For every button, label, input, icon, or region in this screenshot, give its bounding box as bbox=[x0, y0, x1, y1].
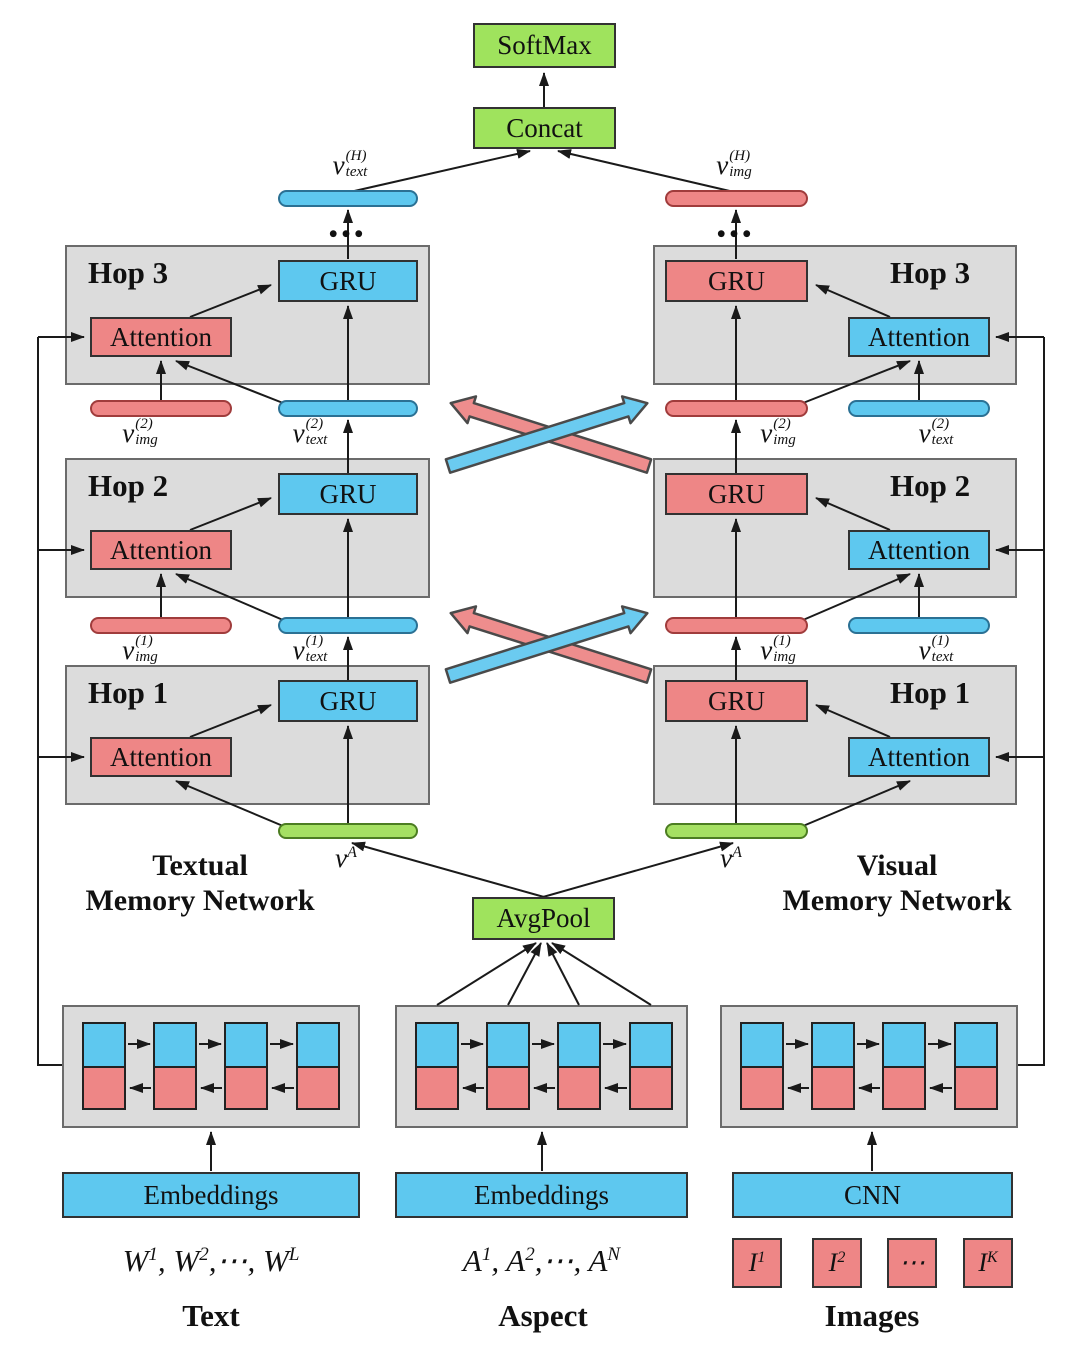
label-v-img-1-left: v(1)img bbox=[122, 633, 158, 665]
visual-hop1-attention: Attention bbox=[848, 737, 990, 777]
cross-arrow-blue-upper bbox=[444, 395, 649, 474]
birnn-cell bbox=[629, 1022, 673, 1110]
visual-hop2-attention: Attention bbox=[848, 530, 990, 570]
textual-memory-rail bbox=[37, 337, 62, 1066]
label-v-text-2-left: v(2)text bbox=[292, 416, 328, 448]
concat-box: Concat bbox=[473, 107, 616, 149]
vector-pill-v-text-H bbox=[278, 190, 418, 207]
textual-hop1-gru: GRU bbox=[278, 680, 418, 722]
birnn-cell bbox=[224, 1022, 268, 1110]
birnn-cell bbox=[486, 1022, 530, 1110]
vector-pill-v-A-left bbox=[278, 823, 418, 839]
textual-hop1-title: Hop 1 bbox=[88, 675, 169, 710]
birnn-cell bbox=[882, 1022, 926, 1110]
label-v-text-1-left: v(1)text bbox=[292, 633, 328, 665]
softmax-label: SoftMax bbox=[497, 30, 592, 60]
avgpool-box: AvgPool bbox=[472, 897, 615, 940]
visual-hop1-gru: GRU bbox=[665, 680, 808, 722]
visual-network-title: Visual Memory Network bbox=[782, 849, 1012, 918]
vector-pill-v-img-1-left bbox=[90, 617, 232, 634]
concat-label: Concat bbox=[506, 112, 583, 143]
birnn-cell bbox=[811, 1022, 855, 1110]
visual-hop2-gru: GRU bbox=[665, 473, 808, 515]
label-v-img-H: v(H)img bbox=[716, 148, 752, 180]
label-v-text-2-right: v(2)text bbox=[918, 416, 954, 448]
textual-hop3-gru: GRU bbox=[278, 260, 418, 302]
label-v-img-2-right: v(2)img bbox=[760, 416, 796, 448]
textual-hop3-title: Hop 3 bbox=[88, 255, 169, 290]
cross-arrow-blue-lower bbox=[444, 605, 649, 684]
textual-network-title: Textual Memory Network bbox=[85, 849, 315, 918]
softmax-box: SoftMax bbox=[473, 23, 616, 68]
vector-pill-v-img-H bbox=[665, 190, 808, 207]
visual-hop2-title: Hop 2 bbox=[890, 468, 971, 503]
aspect-embeddings-box: Embeddings bbox=[395, 1172, 688, 1218]
vector-pill-v-A-right bbox=[665, 823, 808, 839]
vector-pill-v-text-1-right bbox=[848, 617, 990, 634]
ellipsis-left: ••• bbox=[328, 221, 368, 248]
birnn-cell bbox=[740, 1022, 784, 1110]
image-item-ellipsis: ⋯ bbox=[887, 1238, 937, 1288]
label-v-img-2-left: v(2)img bbox=[122, 416, 158, 448]
vector-pill-v-img-1-right bbox=[665, 617, 808, 634]
label-v-img-1-right: v(1)img bbox=[760, 633, 796, 665]
visual-hop1-title: Hop 1 bbox=[890, 675, 971, 710]
vector-pill-v-text-2-right bbox=[848, 400, 990, 417]
vector-pill-v-text-1-left bbox=[278, 617, 418, 634]
visual-memory-rail bbox=[1018, 337, 1045, 1066]
textual-hop3-attention: Attention bbox=[90, 317, 232, 357]
label-v-text-H: v(H)text bbox=[332, 148, 368, 180]
visual-hop3-title: Hop 3 bbox=[890, 255, 971, 290]
birnn-cell bbox=[415, 1022, 459, 1110]
label-v-text-1-right: v(1)text bbox=[918, 633, 954, 665]
birnn-cell bbox=[82, 1022, 126, 1110]
caption-text: Text bbox=[182, 1298, 240, 1333]
visual-hop3-gru: GRU bbox=[665, 260, 808, 302]
vector-pill-v-img-2-left bbox=[90, 400, 232, 417]
birnn-cell bbox=[557, 1022, 601, 1110]
vector-pill-v-text-2-left bbox=[278, 400, 418, 417]
vector-pill-v-img-2-right bbox=[665, 400, 808, 417]
birnn-cell bbox=[954, 1022, 998, 1110]
ellipsis-right: ••• bbox=[716, 221, 756, 248]
textual-hop2-gru: GRU bbox=[278, 473, 418, 515]
cnn-box: CNN bbox=[732, 1172, 1013, 1218]
textual-hop2-attention: Attention bbox=[90, 530, 232, 570]
visual-hop3-attention: Attention bbox=[848, 317, 990, 357]
birnn-cell bbox=[296, 1022, 340, 1110]
caption-aspect: Aspect bbox=[498, 1298, 588, 1333]
caption-images: Images bbox=[824, 1298, 920, 1333]
birnn-cell bbox=[153, 1022, 197, 1110]
textual-hop2-title: Hop 2 bbox=[88, 468, 169, 503]
textual-hop1-attention: Attention bbox=[90, 737, 232, 777]
text-embeddings-box: Embeddings bbox=[62, 1172, 360, 1218]
